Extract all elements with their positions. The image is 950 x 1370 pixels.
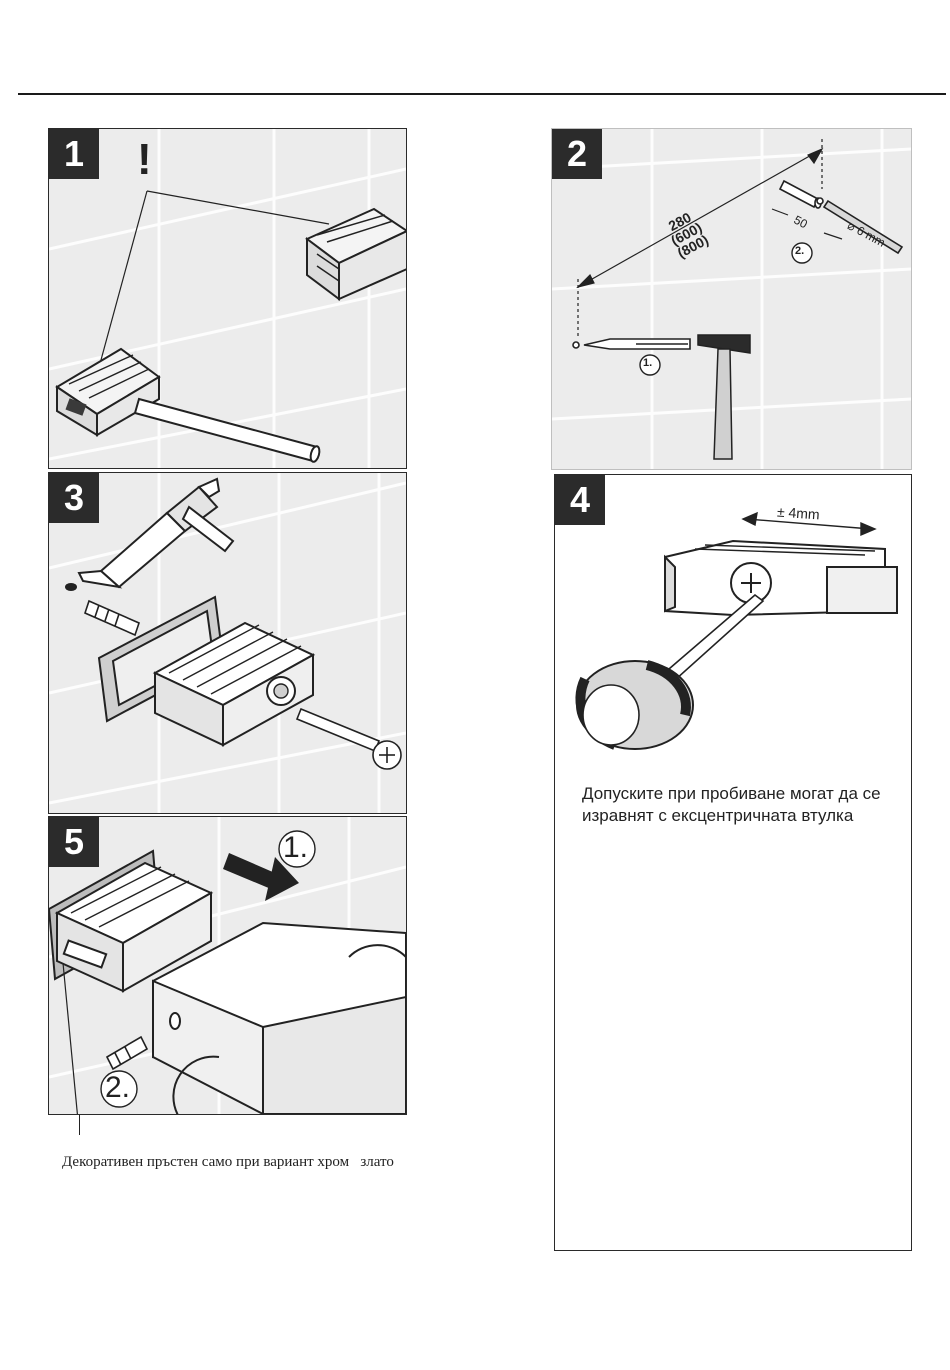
step-4-number: 4 (555, 475, 605, 525)
step-2-number: 2 (552, 129, 602, 179)
step-3-panel: 3 (48, 472, 407, 814)
step-4-panel: 4 ± 4mm Допуските при пробиване могат да… (554, 474, 912, 1251)
step-1-illustration (49, 129, 406, 468)
step-2-illustration (552, 129, 911, 469)
header-rule (18, 93, 946, 95)
step-5-number: 5 (49, 817, 99, 867)
substep-label-1: 1. (283, 831, 308, 865)
step-1-panel: 1 ! (48, 128, 407, 469)
substep-label-2: 2. (105, 1071, 130, 1105)
step-4-note: Допуските при пробиване могат да се изра… (582, 783, 892, 827)
step-3-number: 3 (49, 473, 99, 523)
substep-label-1: 1. (643, 357, 652, 369)
substep-label-2: 2. (795, 245, 804, 257)
step-5-illustration (49, 817, 406, 1114)
step-3-illustration (49, 473, 406, 813)
step-5-panel: 5 1. 2. (48, 816, 407, 1115)
leader-line (79, 1115, 80, 1135)
step-2-panel: 2 280 (600) (800) 50 ⌀ 6 mm 2. 1. (551, 128, 912, 470)
step-4-illustration (555, 475, 911, 775)
decorative-ring-caption: Декоративен пръстен само при вариант хро… (62, 1154, 394, 1171)
attention-mark: ! (137, 135, 152, 185)
tolerance-label: ± 4mm (776, 504, 820, 523)
step-1-number: 1 (49, 129, 99, 179)
